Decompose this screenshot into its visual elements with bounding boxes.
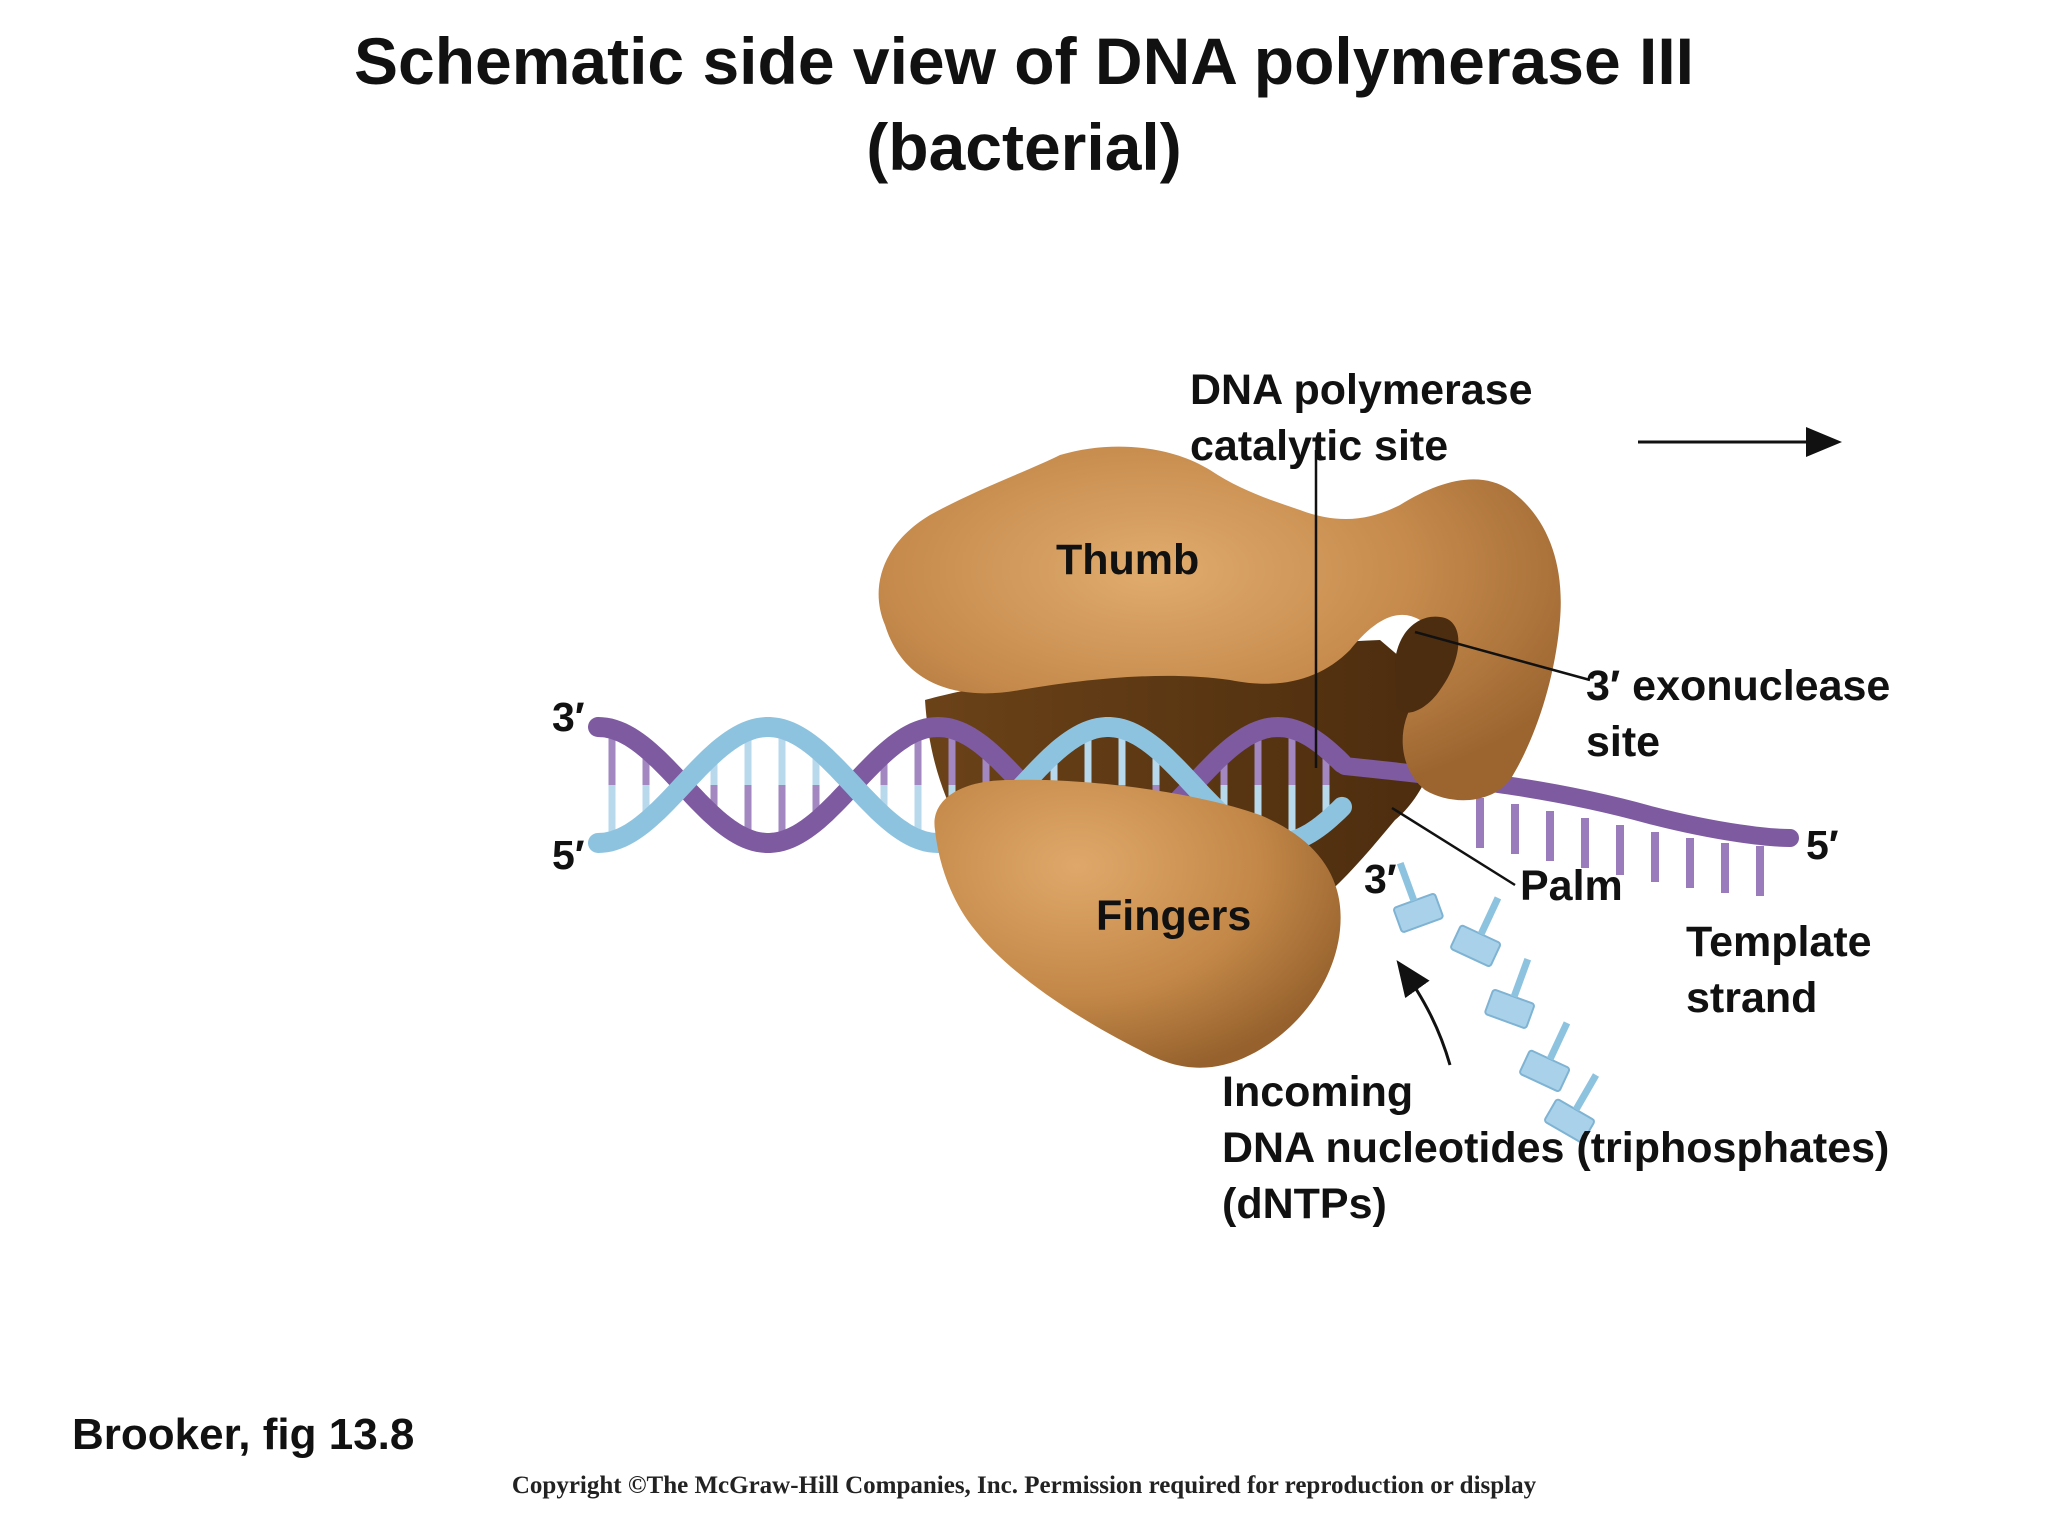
fingers-label: Fingers	[1096, 892, 1252, 940]
left-5prime-label: 5′	[552, 832, 585, 878]
incoming-dntps	[1393, 861, 1600, 1144]
exonuclease-leader	[1414, 630, 1591, 682]
catalytic-site-label: DNA polymerase catalytic site	[1190, 362, 1533, 474]
thumb-label: Thumb	[1056, 536, 1200, 584]
dntp-nucleotide	[1450, 896, 1502, 967]
template-strand-label: Template strand	[1686, 914, 1872, 1026]
fingers-domain	[934, 779, 1341, 1068]
dntp-nucleotide	[1484, 957, 1535, 1029]
dntp-sugar	[1393, 893, 1444, 933]
catalytic-site-label-line-2: catalytic site	[1190, 422, 1449, 470]
dntp-nucleotide	[1393, 861, 1444, 933]
incoming-arrow	[1396, 960, 1452, 1066]
source-citation: Brooker, fig 13.8	[72, 1410, 415, 1459]
title-line-2: (bacterial)	[866, 110, 1182, 184]
template-strand-label-line-1: Template	[1686, 918, 1872, 966]
palm-label: Palm	[1520, 862, 1623, 910]
new-strand-3prime-label: 3′	[1364, 856, 1397, 902]
incoming-dntps-label-line-2: DNA nucleotides (triphosphates)	[1222, 1124, 1890, 1172]
dntp-base	[1477, 896, 1502, 936]
exonuclease-site-label-line-2: site	[1586, 718, 1661, 766]
incoming-dntps-label-line-1: Incoming	[1222, 1068, 1414, 1116]
incoming-dntps-label: Incoming DNA nucleotides (triphosphates)…	[1222, 1064, 1889, 1232]
right-5prime-label: 5′	[1806, 822, 1839, 868]
left-3prime-label: 3′	[552, 694, 585, 740]
page-title: Schematic side view of DNA polymerase II…	[0, 18, 2048, 190]
dntp-base	[1510, 957, 1532, 998]
dntp-base	[1572, 1073, 1600, 1112]
dntp-base	[1546, 1021, 1571, 1061]
copyright-notice: Copyright ©The McGraw-Hill Companies, In…	[511, 1472, 1537, 1499]
template-strand-label-line-2: strand	[1686, 974, 1818, 1022]
template-strand-backbone	[588, 716, 1352, 853]
thumb-domain	[878, 446, 1561, 801]
dntp-sugar	[1450, 924, 1502, 967]
palm-leader	[1391, 806, 1516, 887]
dntp-nucleotide	[1519, 1021, 1571, 1092]
dntp-sugar	[1484, 989, 1535, 1029]
catalytic-site-label-line-1: DNA polymerase	[1190, 366, 1533, 414]
exonuclease-site-label: 3′ exonuclease site	[1586, 658, 1890, 770]
incoming-dntps-label-line-3: (dNTPs)	[1222, 1180, 1387, 1228]
title-line-1: Schematic side view of DNA polymerase II…	[353, 24, 1695, 98]
exonuclease-site-label-line-1: 3′ exonuclease	[1586, 662, 1891, 710]
dntp-base	[1396, 861, 1418, 902]
dntp-nucleotide	[1544, 1073, 1600, 1144]
